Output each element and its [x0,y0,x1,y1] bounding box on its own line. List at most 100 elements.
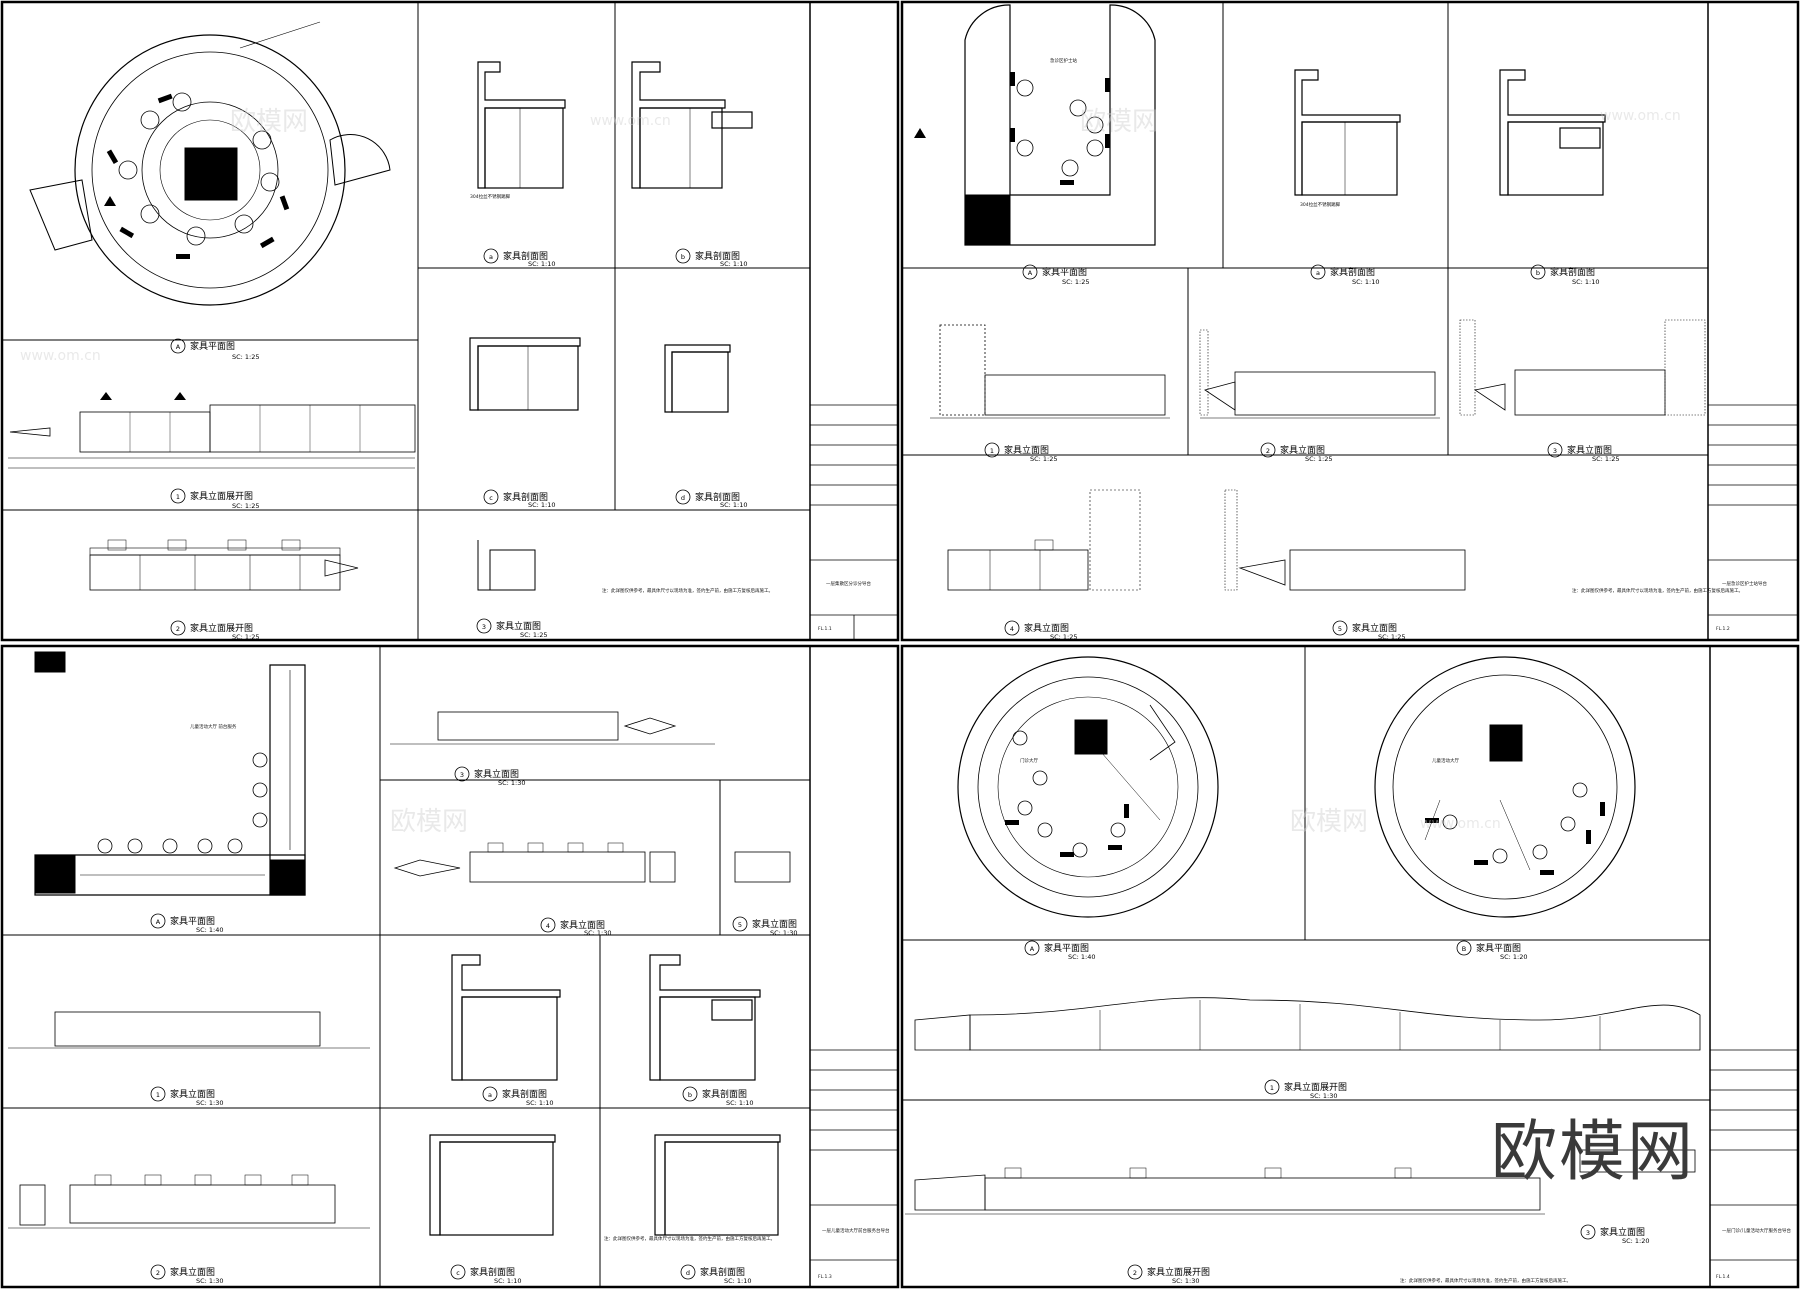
sheet-4 [902,646,1798,1287]
view-marker: 2 [156,1269,160,1277]
view-marker: A [176,343,181,351]
view-scale: SC: 1:10 [1352,278,1380,286]
view-scale: SC: 1:20 [1500,953,1528,961]
view-marker: 2 [176,625,180,633]
view-scale: SC: 1:25 [232,502,260,510]
view-marker: 3 [482,623,486,631]
view-title: 家具剖面图 [1550,266,1595,278]
sheet-1 [2,2,898,640]
view-title: 家具立面图 [1567,444,1612,456]
view-scale: SC: 1:25 [1592,455,1620,463]
sheet-title: 一层急诊区护士站导台 [1722,580,1767,587]
view-marker: 3 [1553,447,1557,455]
view-title: 家具立面展开图 [190,490,253,502]
view-scale: SC: 1:25 [232,633,260,641]
view-title: 家具立面图 [1600,1226,1645,1238]
view-marker: 3 [1586,1229,1590,1237]
view-title: 家具平面图 [1476,942,1521,954]
watermark-url: www.om.cn [1600,108,1681,124]
sheet-title: 一层集散区分诊分导台 [826,580,871,587]
drawing-note: 注：此详图仅供参考，最具体尺寸以现场为准，签约生产前，由施工方复核后再施工。 [602,587,773,594]
watermark-url: www.om.cn [20,348,101,364]
view-scale: SC: 1:30 [196,1099,224,1107]
view-marker: b [681,253,685,261]
view-marker: a [1316,269,1320,277]
view-marker: d [686,1269,690,1277]
room-label: 儿童活动大厅 前台服务 [190,723,237,730]
view-marker: b [688,1091,692,1099]
view-title: 家具立面图 [1352,622,1397,634]
view-title: 家具立面展开图 [1284,1081,1347,1093]
room-label: 儿童活动大厅 [1432,757,1459,764]
view-marker: A [1028,269,1033,277]
view-marker: c [456,1269,460,1277]
view-scale: SC: 1:30 [196,1277,224,1285]
view-scale: SC: 1:30 [584,929,612,937]
view-title: 家具剖面图 [502,1088,547,1100]
sheet-2 [902,2,1798,640]
watermark: 欧模网 [390,807,468,837]
view-title: 家具剖面图 [702,1088,747,1100]
sheet-code: FL.1.4 [1716,1274,1730,1280]
sheet-code: FL.1.3 [818,1274,832,1280]
view-marker: 5 [738,921,742,929]
view-marker: b [1536,269,1540,277]
sheet-4-labels: 家具平面图 SC: 1:40 家具平面图 SC: 1:20 家具立面展开图 SC… [1020,757,1792,1285]
view-scale: SC: 1:40 [1068,953,1096,961]
material-callout: 304拉丝不锈钢踢脚 [1300,201,1341,208]
watermark: 欧模网 [1080,107,1158,137]
material-callout: 304拉丝不锈钢踢脚 [470,193,511,200]
view-marker: d [681,494,685,502]
watermark: 欧模网 [1290,807,1368,837]
view-title: 家具平面图 [1042,266,1087,278]
view-scale: SC: 1:10 [528,260,556,268]
view-marker: 3 [460,771,464,779]
brand-watermark: 欧模网 [1491,1113,1695,1190]
watermark-url: www.om.cn [1420,816,1501,832]
view-title: 家具剖面图 [695,491,740,503]
view-scale: SC: 1:25 [1030,455,1058,463]
view-title: 家具剖面图 [503,250,548,262]
view-title: 家具剖面图 [1330,266,1375,278]
sheet-title: 一层儿童活动大厅前台服务台导台 [822,1227,890,1234]
view-scale: SC: 1:25 [232,353,260,361]
view-scale: SC: 1:20 [1622,1237,1650,1245]
watermarks: 欧模网 欧模网 欧模网 欧模网 www.om.cn www.om.cn www.… [20,107,1681,837]
view-marker: 5 [1338,625,1342,633]
view-scale: SC: 1:25 [1050,633,1078,641]
view-title: 家具立面展开图 [1147,1266,1210,1278]
watermark-url: www.om.cn [590,113,671,129]
view-scale: SC: 1:30 [770,929,798,937]
drawing-note: 注：此详图仅供参考，最具体尺寸以现场为准，签约生产前，由施工方复核后再施工。 [604,1235,775,1242]
view-scale: SC: 1:30 [498,779,526,787]
sheet-code: FL.1.1 [818,626,832,632]
view-scale: SC: 1:10 [1572,278,1600,286]
view-marker: A [1030,945,1035,953]
sheet-4-frame [900,644,1800,1289]
view-scale: SC: 1:10 [494,1277,522,1285]
view-marker: B [1462,945,1466,953]
view-title: 家具平面图 [190,340,235,352]
sheet-2-frame [900,0,1800,642]
view-title: 家具剖面图 [503,491,548,503]
sheet-code: FL.1.2 [1716,626,1730,632]
sheet-1-frame [0,0,900,642]
view-title: 家具平面图 [1044,942,1089,954]
view-scale: SC: 1:10 [526,1099,554,1107]
view-marker: a [488,1091,492,1099]
view-title: 家具剖面图 [695,250,740,262]
view-marker: 2 [1133,1269,1137,1277]
view-marker: 4 [1010,625,1014,633]
room-label: 门诊大厅 [1020,757,1038,764]
view-marker: 1 [156,1091,160,1099]
view-scale: SC: 1:25 [520,631,548,639]
view-title: 家具平面图 [170,915,215,927]
view-scale: SC: 1:25 [1378,633,1406,641]
drawing-note: 注：此详图仅供参考，最具体尺寸以现场为准，签约生产前，由施工方复核后再施工。 [1400,1277,1571,1284]
view-title: 家具立面图 [1280,444,1325,456]
view-marker: a [489,253,493,261]
view-marker: A [156,918,161,926]
view-title: 家具立面图 [496,620,541,632]
